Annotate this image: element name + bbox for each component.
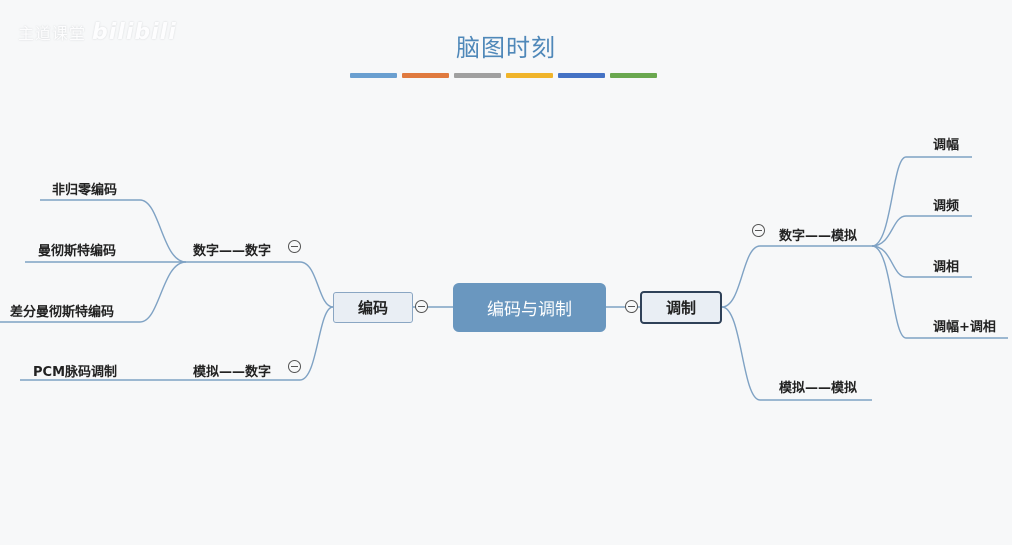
leaf-pcm-modulation[interactable]: PCM脉码调制 (33, 365, 118, 380)
root-node[interactable]: 编码与调制 (453, 283, 606, 332)
color-legend-bar (350, 73, 657, 78)
color-swatch-5 (558, 73, 605, 78)
connector-leaf-am-pm (871, 245, 1008, 339)
leaf-nrz-encoding[interactable]: 非归零编码 (52, 183, 118, 198)
node-digital-to-analog[interactable]: 数字——模拟 (779, 229, 858, 244)
connector-encode-digital (186, 261, 334, 308)
watermark: 主道课堂 bilibili (18, 20, 177, 45)
color-swatch-6 (610, 73, 657, 78)
connector-leaf-am (871, 156, 972, 247)
collapse-digital-analog-icon[interactable] (752, 224, 765, 237)
branch-encoding-label: 编码 (357, 299, 388, 317)
root-node-label: 编码与调制 (487, 300, 572, 320)
node-analog-to-analog[interactable]: 模拟——模拟 (779, 381, 858, 396)
color-swatch-3 (454, 73, 501, 78)
connector-leaf-diff-manchester (0, 261, 187, 323)
branch-modulation[interactable]: 调制 (640, 291, 722, 324)
collapse-modulation-icon[interactable] (625, 300, 638, 313)
bilibili-logo: bilibili (92, 20, 177, 45)
collapse-encoding-icon[interactable] (415, 300, 428, 313)
connector-mod-digital (721, 245, 872, 308)
connector-leaf-nrz (40, 199, 187, 263)
branch-modulation-label: 调制 (665, 299, 696, 317)
connector-encode-analog (186, 306, 334, 381)
leaf-manchester-encoding[interactable]: 曼彻斯特编码 (38, 244, 117, 259)
connector-leaf-pm (871, 245, 972, 278)
watermark-text: 主道课堂 (18, 24, 87, 43)
color-swatch-1 (350, 73, 397, 78)
connector-mod-analog (721, 306, 872, 401)
collapse-analog-digital-icon[interactable] (288, 360, 301, 373)
page-title: 脑图时刻 (456, 34, 556, 62)
branch-encoding[interactable]: 编码 (333, 292, 413, 323)
collapse-digital-digital-icon[interactable] (288, 240, 301, 253)
color-swatch-4 (506, 73, 553, 78)
leaf-am-pm[interactable]: 调幅+调相 (933, 320, 996, 335)
node-digital-to-digital[interactable]: 数字——数字 (193, 244, 272, 259)
leaf-pm[interactable]: 调相 (933, 260, 960, 275)
connector-leaf-fm (871, 215, 972, 247)
color-swatch-2 (402, 73, 449, 78)
leaf-diff-manchester-encoding[interactable]: 差分曼彻斯特编码 (10, 305, 115, 320)
leaf-am[interactable]: 调幅 (933, 138, 960, 153)
leaf-fm[interactable]: 调频 (933, 199, 960, 214)
node-analog-to-digital[interactable]: 模拟——数字 (193, 365, 272, 380)
